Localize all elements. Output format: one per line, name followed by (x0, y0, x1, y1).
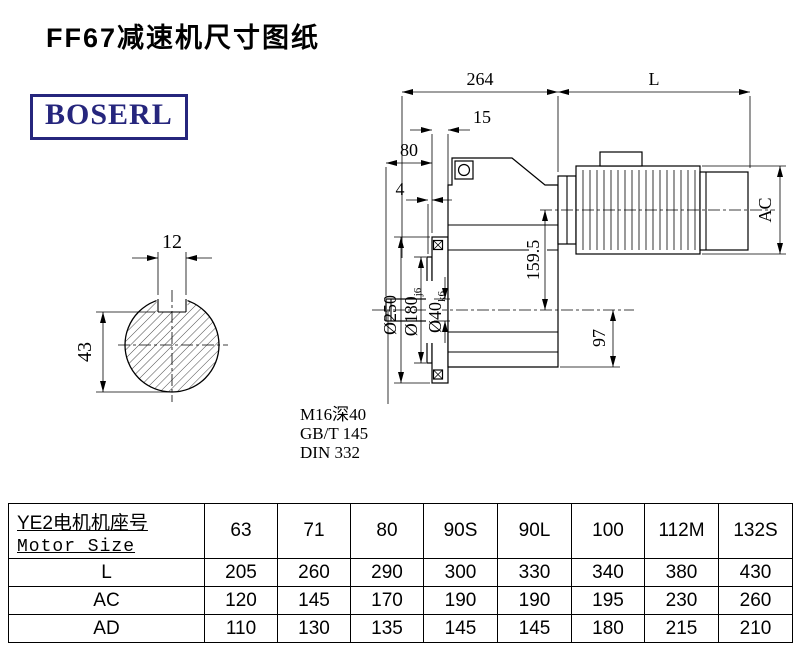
cell-AD-3: 145 (423, 614, 498, 643)
dim-97: 97 (589, 329, 609, 347)
cell-AD-5: 180 (571, 614, 645, 643)
cell-AD-2: 135 (350, 614, 424, 643)
size-90L: 90L (497, 503, 572, 559)
cell-AC-0: 120 (204, 586, 278, 615)
dim-L: L (649, 69, 660, 89)
flange-bolt-hole-bottom (432, 369, 444, 380)
dim-dia-40: Ø40k6 (425, 291, 448, 334)
dimensions: 264 L 15 80 4 AC (74, 69, 786, 393)
brand-logo-text: BOSERL (45, 98, 173, 131)
cell-AC-6: 230 (644, 586, 719, 615)
dim-43: 43 (74, 342, 96, 362)
dia-180-main: Ø180 (401, 296, 421, 336)
dim-264: 264 (467, 69, 494, 89)
shaft-end-notes: M16深40 GB/T 145 DIN 332 (300, 312, 389, 462)
dia-40-sub: k6 (436, 291, 448, 303)
cell-AC-3: 190 (423, 586, 498, 615)
dia-40-main: Ø40 (425, 302, 445, 333)
cell-L-7: 430 (718, 558, 793, 587)
cell-AD-4: 145 (497, 614, 572, 643)
cell-L-5: 340 (571, 558, 645, 587)
brand-logo: BOSERL (30, 94, 188, 140)
dia-180-sub: j6 (412, 287, 424, 297)
dim-4: 4 (396, 179, 405, 199)
cell-AD-0: 110 (204, 614, 278, 643)
row-label-L: L (8, 558, 205, 587)
dim-80: 80 (400, 140, 418, 160)
cell-AD-7: 210 (718, 614, 793, 643)
cell-AC-7: 260 (718, 586, 793, 615)
size-90S: 90S (423, 503, 498, 559)
dim-159-5: 159.5 (523, 240, 543, 281)
lifting-lug-hole (457, 163, 471, 177)
cell-L-1: 260 (277, 558, 351, 587)
note-gb-standard: GB/T 145 (300, 424, 368, 443)
header-cn: YE2电机机座号 (17, 512, 148, 534)
size-63: 63 (204, 503, 278, 559)
dimension-drawing: 264 L 15 80 4 AC (74, 69, 786, 462)
note-din-standard: DIN 332 (300, 443, 360, 462)
motor-terminal-box (599, 151, 643, 167)
size-100: 100 (571, 503, 645, 559)
flange-bolt-hole-top (432, 239, 444, 251)
dim-15: 15 (473, 107, 491, 127)
table-row-AD: AD 110 130 135 145 145 180 215 210 (8, 614, 793, 643)
cell-L-0: 205 (204, 558, 278, 587)
page-title: FF67减速机尺寸图纸 (46, 23, 321, 53)
shaft-end-view (118, 290, 228, 402)
cell-L-6: 380 (644, 558, 719, 587)
cell-AC-4: 190 (497, 586, 572, 615)
row-label-AD: AD (8, 614, 205, 643)
row-label-AC: AC (8, 586, 205, 615)
cell-L-3: 300 (423, 558, 498, 587)
motor-fan-cover (699, 171, 749, 251)
table-row-L: L 205 260 290 300 330 340 380 430 (8, 558, 793, 587)
dim-12: 12 (162, 231, 182, 253)
cell-AC-5: 195 (571, 586, 645, 615)
dimension-table: YE2电机机座号 Motor Size 63 71 80 90S 90L 100… (8, 503, 793, 643)
size-112M: 112M (644, 503, 719, 559)
note-thread: M16深40 (300, 405, 366, 424)
gear-housing (447, 157, 559, 368)
cell-AD-1: 130 (277, 614, 351, 643)
dim-AC: AC (755, 197, 775, 222)
size-71: 71 (277, 503, 351, 559)
size-132S: 132S (718, 503, 793, 559)
header-en: Motor Size (17, 536, 136, 557)
gearbox-side-view (385, 151, 749, 384)
table-header-row: YE2电机机座号 Motor Size 63 71 80 90S 90L 100… (8, 503, 793, 559)
size-80: 80 (350, 503, 424, 559)
dim-dia-180: Ø180j6 (401, 287, 424, 336)
cell-AD-6: 215 (644, 614, 719, 643)
cell-AC-1: 145 (277, 586, 351, 615)
dim-dia-250: Ø250 (380, 295, 400, 335)
cell-L-2: 290 (350, 558, 424, 587)
header-motor-size-cell: YE2电机机座号 Motor Size (8, 503, 205, 559)
cell-L-4: 330 (497, 558, 572, 587)
table-row-AC: AC 120 145 170 190 190 195 230 260 (8, 586, 793, 615)
cell-AC-2: 170 (350, 586, 424, 615)
